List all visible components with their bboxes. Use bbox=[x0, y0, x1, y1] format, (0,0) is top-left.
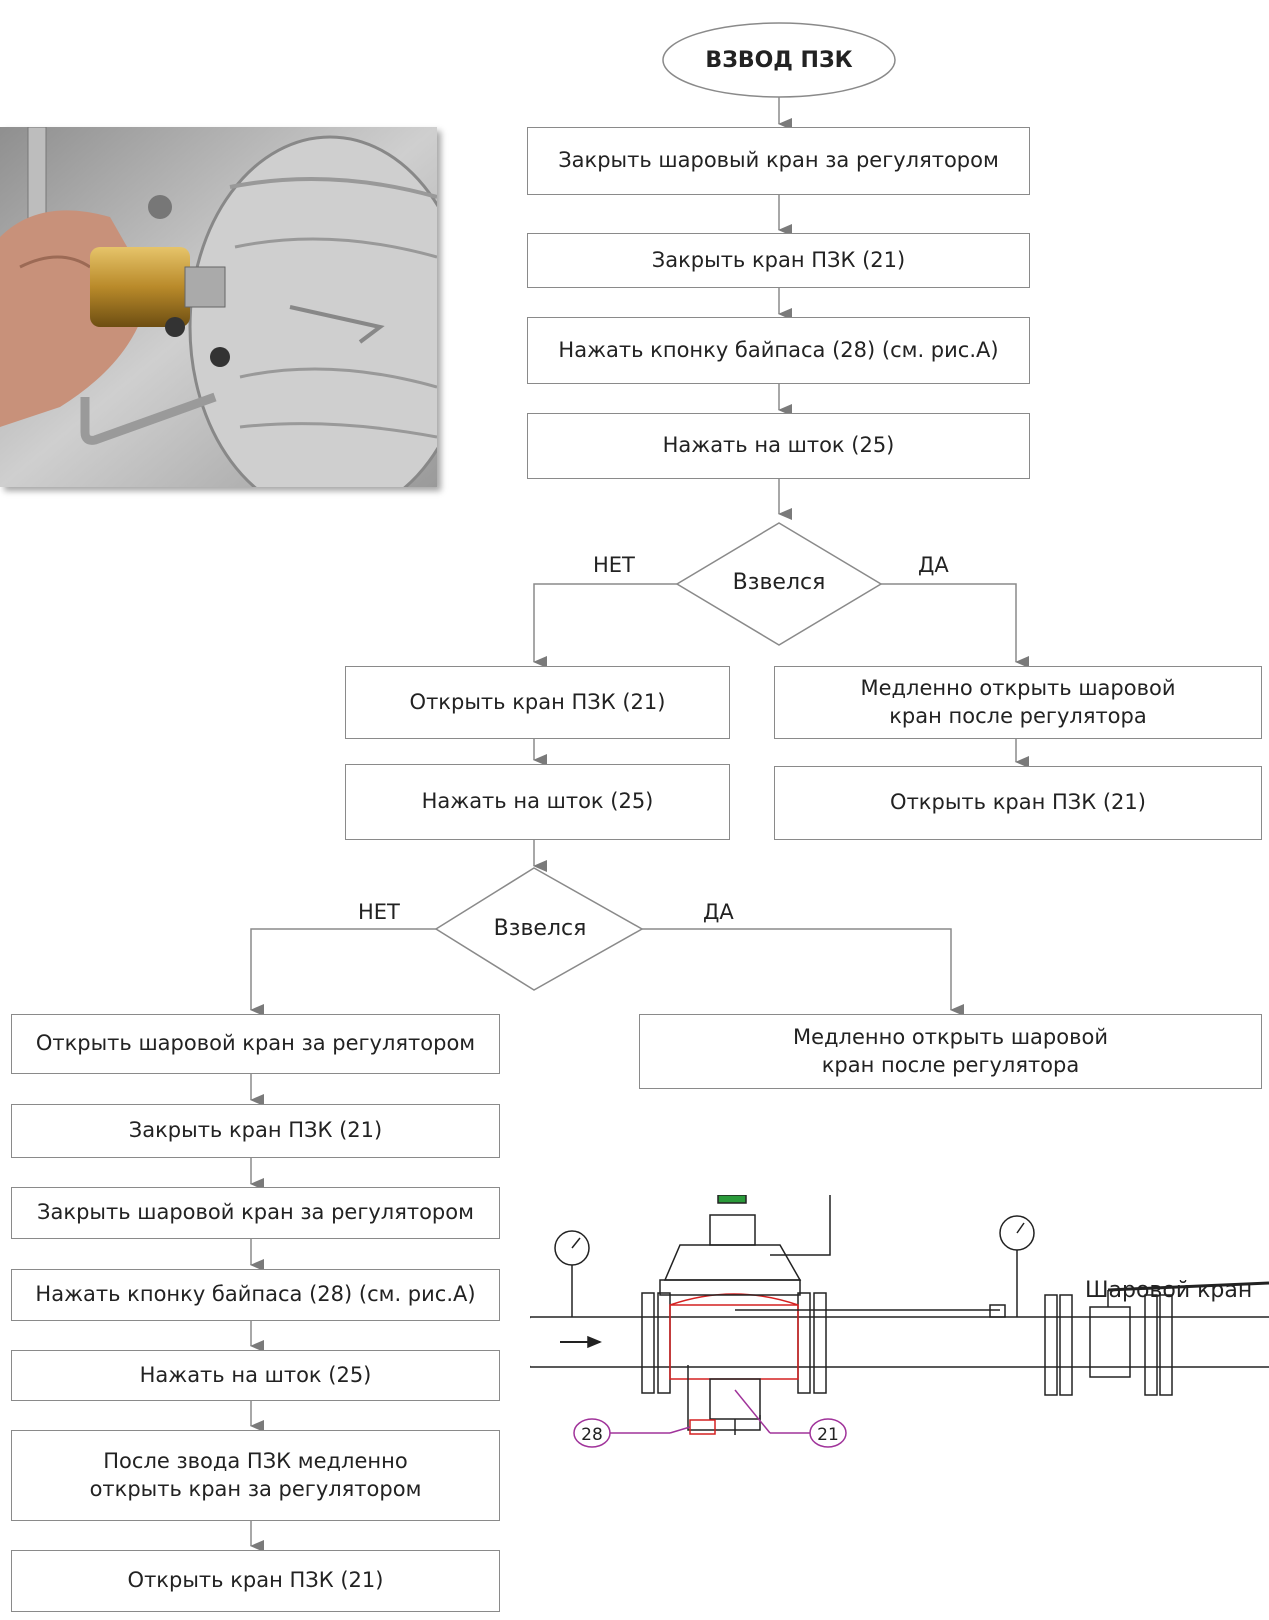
step-label: Медленно открыть шаровой кран после регу… bbox=[793, 1025, 1108, 1077]
regulator-schematic: 28 21 bbox=[523, 1159, 1269, 1460]
decision-2-diamond bbox=[434, 867, 644, 991]
step-close-ball-valve: Закрыть шаровый кран за регулятором bbox=[527, 127, 1030, 195]
step-label: Закрыть шаровой кран за регулятором bbox=[37, 1200, 474, 1225]
step-press-stem: Нажать на шток (25) bbox=[527, 413, 1030, 479]
decision-2-yes-label: ДА bbox=[703, 900, 734, 924]
callout-valve-label: 21 bbox=[817, 1425, 839, 1445]
step-label: Закрыть кран ПЗК (21) bbox=[651, 247, 906, 272]
step-close-pzk-valve: Закрыть кран ПЗК (21) bbox=[527, 233, 1030, 288]
decision-1-text: Взвелся bbox=[732, 570, 826, 595]
step-slowly-open-ball-valve-2: Медленно открыть шаровой кран после регу… bbox=[639, 1014, 1262, 1089]
step-open-ball-valve: Открыть шаровой кран за регулятором bbox=[11, 1014, 500, 1074]
step-press-bypass-2: Нажать кпонку байпаса (28) (см. рис.А) bbox=[11, 1269, 500, 1321]
step-label: Закрыть шаровый кран за регулятором bbox=[558, 148, 999, 173]
step-label: Открыть шаровой кран за регулятором bbox=[35, 1031, 476, 1056]
step-open-pzk-valve: Открыть кран ПЗК (21) bbox=[345, 666, 730, 739]
step-press-stem-2: Нажать на шток (25) bbox=[11, 1350, 500, 1401]
step-label: Открыть кран ПЗК (21) bbox=[127, 1568, 384, 1593]
step-open-pzk-valve-3: Открыть кран ПЗК (21) bbox=[11, 1550, 500, 1612]
step-label: Закрыть кран ПЗК (21) bbox=[128, 1118, 383, 1143]
step-label: Нажать на шток (25) bbox=[421, 789, 654, 814]
step-slowly-open-ball-valve: Медленно открыть шаровой кран после регу… bbox=[774, 666, 1262, 739]
bypass-button-photo bbox=[0, 127, 437, 487]
step-close-ball-valve-2: Закрыть шаровой кран за регулятором bbox=[11, 1187, 500, 1239]
decision-1-diamond bbox=[675, 522, 883, 646]
decision-2-text: Взвелся bbox=[493, 916, 587, 941]
decision-1-no-label: НЕТ bbox=[593, 553, 635, 577]
step-label: Нажать кпонку байпаса (28) (см. рис.А) bbox=[558, 337, 999, 362]
step-label: Нажать на шток (25) bbox=[139, 1362, 372, 1387]
ball-valve-label: Шаровой кран bbox=[1085, 1278, 1253, 1303]
step-label: Открыть кран ПЗК (21) bbox=[409, 689, 666, 714]
decision-2-no-label: НЕТ bbox=[358, 900, 400, 924]
step-label: Нажать кпонку байпаса (28) (см. рис.А) bbox=[35, 1282, 476, 1307]
step-close-pzk-valve-2: Закрыть кран ПЗК (21) bbox=[11, 1104, 500, 1158]
step-press-bypass: Нажать кпонку байпаса (28) (см. рис.А) bbox=[527, 317, 1030, 384]
step-label: Медленно открыть шаровой кран после регу… bbox=[860, 676, 1176, 728]
step-label: Нажать на шток (25) bbox=[662, 433, 895, 458]
callout-bypass-label: 28 bbox=[581, 1425, 603, 1445]
step-after-pzk-open-valve: После звода ПЗК медленно открыть кран за… bbox=[11, 1430, 500, 1521]
start-label: ВЗВОД ПЗК bbox=[705, 47, 853, 73]
step-press-stem-retry: Нажать на шток (25) bbox=[345, 764, 730, 840]
decision-1-yes-label: ДА bbox=[918, 553, 949, 577]
step-label: Открыть кран ПЗК (21) bbox=[890, 790, 1146, 815]
step-label: После звода ПЗК медленно открыть кран за… bbox=[89, 1449, 422, 1501]
step-open-pzk-valve-final: Открыть кран ПЗК (21) bbox=[774, 766, 1262, 840]
